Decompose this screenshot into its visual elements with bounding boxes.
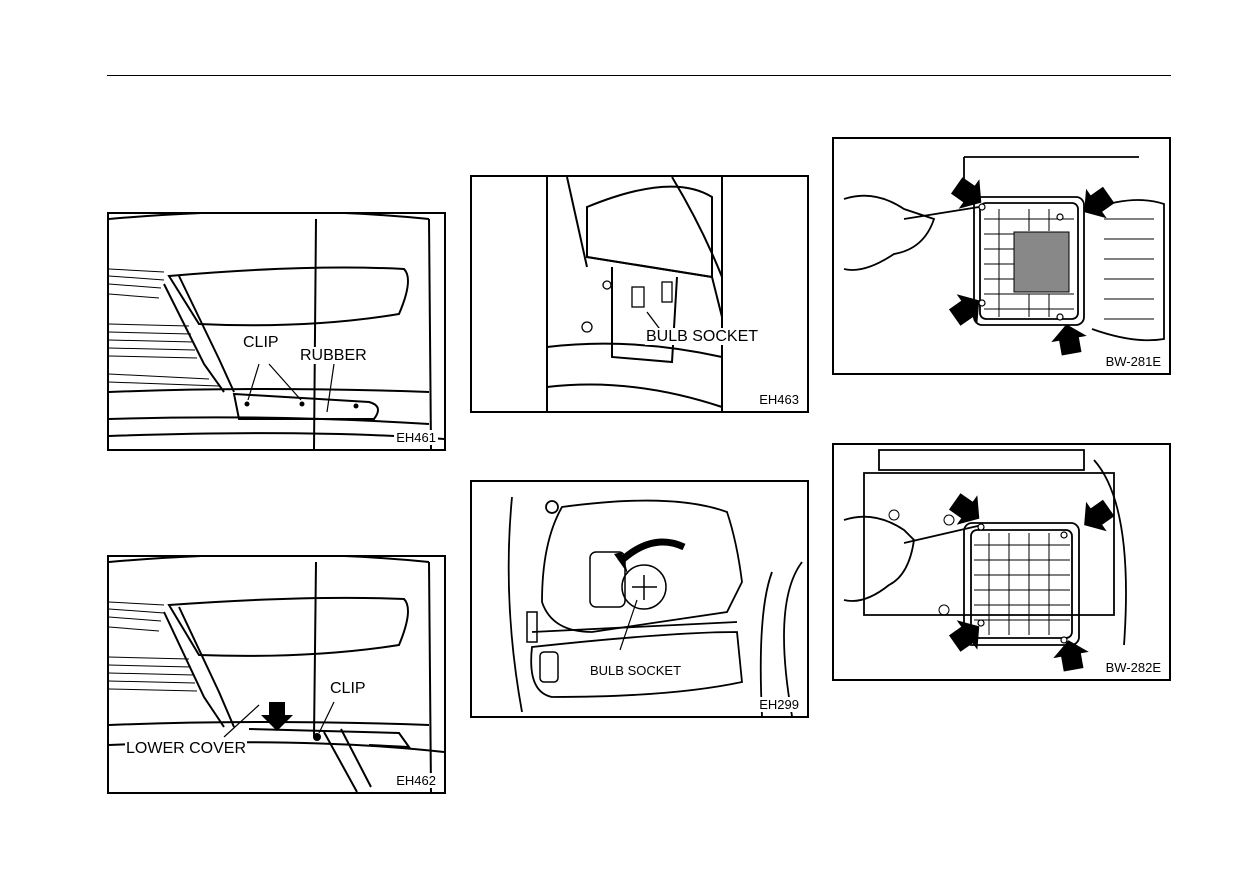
- figure-bw281e: BW-281E: [832, 137, 1171, 375]
- illustration-headlamp-bulb-socket: [546, 177, 723, 411]
- figure-eh462: CLIP LOWER COVER EH462: [107, 555, 446, 794]
- label-bulb-socket: BULB SOCKET: [589, 663, 683, 678]
- illustration-rotate-bulb-socket: [507, 496, 803, 716]
- label-rubber: RUBBER: [299, 347, 368, 364]
- label-clip: CLIP: [329, 680, 367, 697]
- label-bulb-socket: BULB SOCKET: [645, 328, 760, 345]
- figure-eh299: BULB SOCKET EH299: [470, 480, 809, 718]
- figure-bw282e: BW-282E: [832, 443, 1171, 681]
- figure-code: EH463: [757, 392, 801, 407]
- illustration-lens-screws-removal: [843, 156, 1165, 356]
- figure-code: EH299: [757, 697, 801, 712]
- figure-code: EH461: [394, 430, 438, 445]
- illustration-bumper-clip-rubber: [109, 214, 444, 449]
- figure-eh463: BULB SOCKET EH463: [470, 175, 809, 413]
- figure-code: EH462: [394, 773, 438, 788]
- illustration-lens-screws-removal-alt: [843, 449, 1127, 672]
- label-lower-cover: LOWER COVER: [125, 740, 248, 757]
- figure-code: BW-281E: [1103, 354, 1163, 369]
- figure-eh461: CLIP RUBBER EH461: [107, 212, 446, 451]
- figure-code: BW-282E: [1103, 660, 1163, 675]
- label-clip: CLIP: [242, 334, 280, 351]
- header-rule: [107, 75, 1171, 76]
- illustration-lower-cover-clip: [109, 557, 444, 792]
